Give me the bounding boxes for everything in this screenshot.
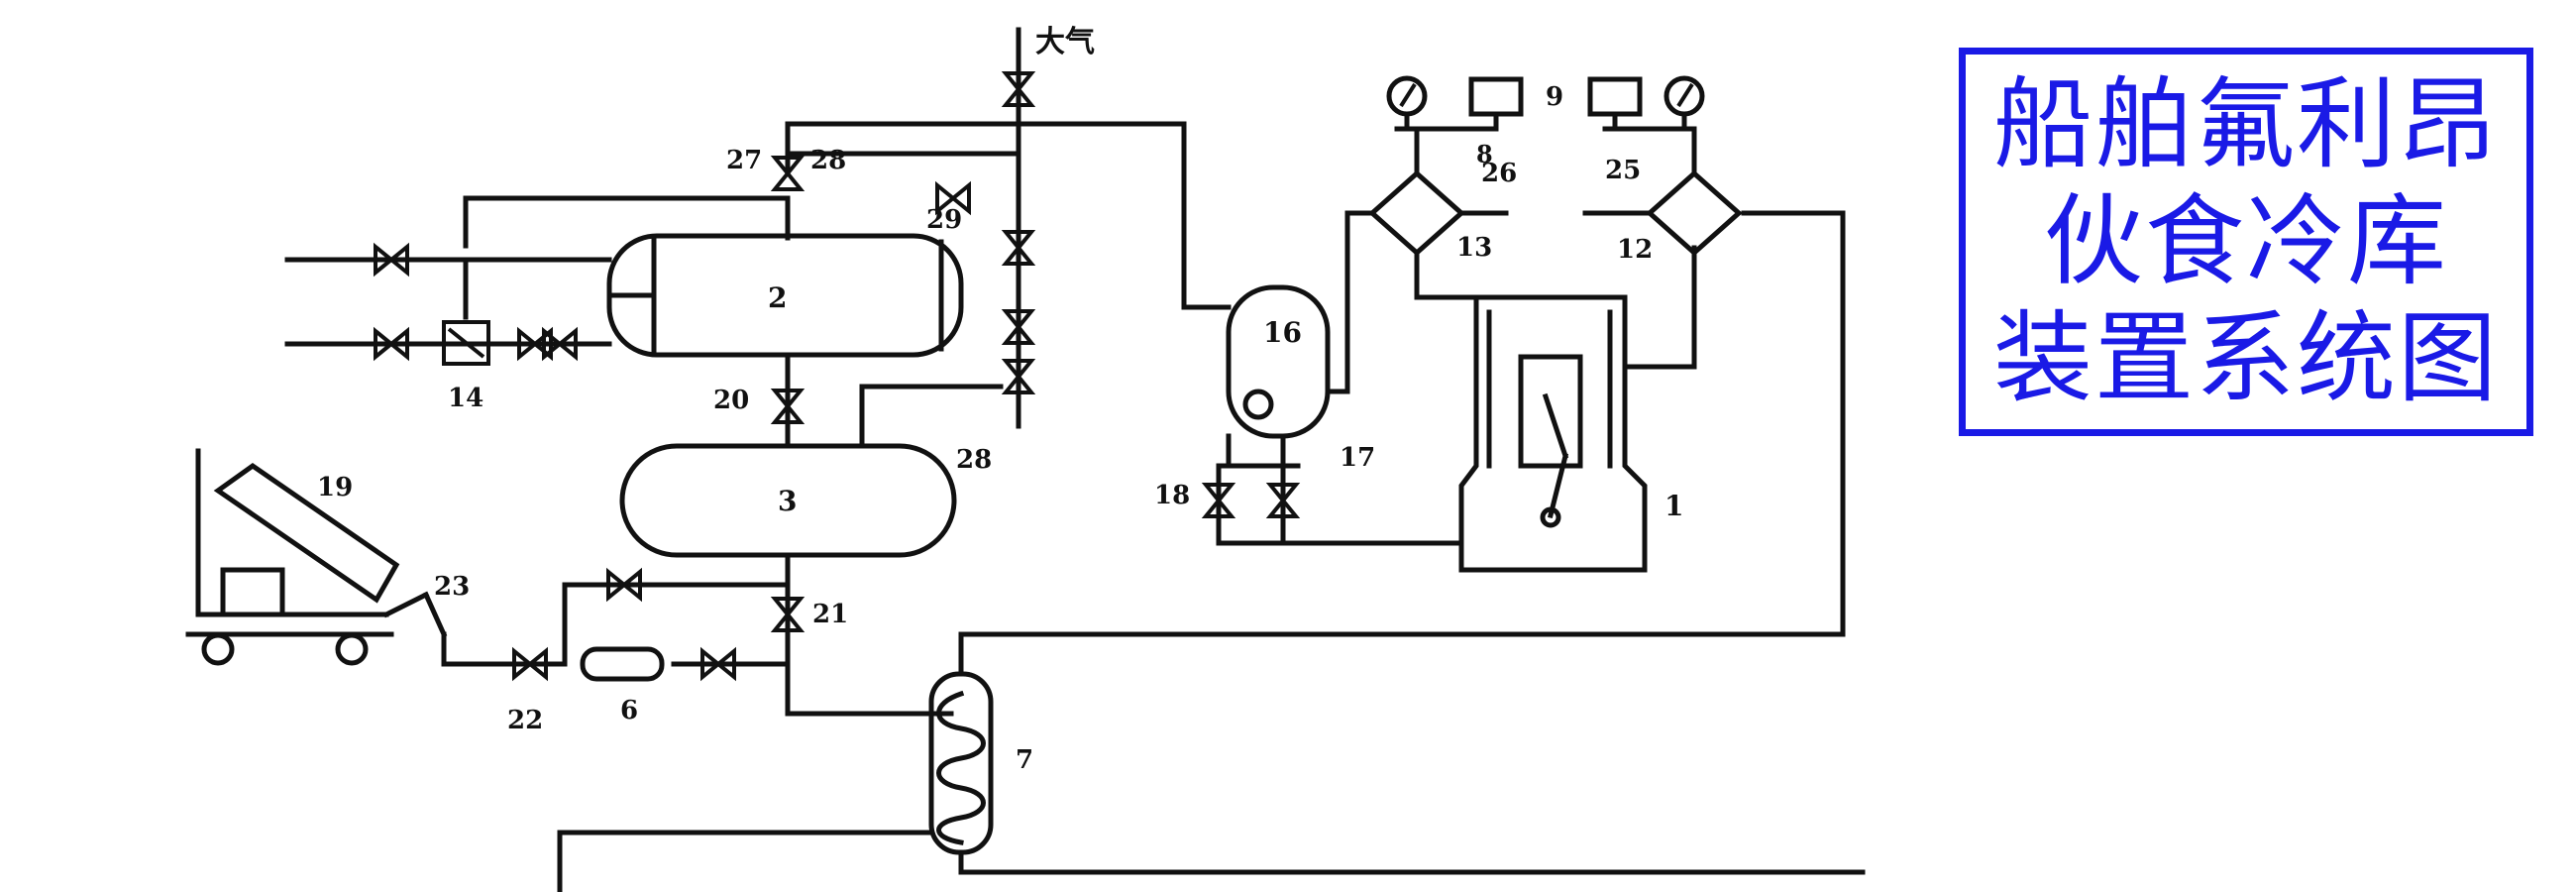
label-26: 26 — [1481, 159, 1517, 188]
label-condenser: 2 — [768, 281, 787, 314]
label-13: 13 — [1456, 233, 1492, 263]
label-22: 22 — [507, 706, 543, 735]
label-21: 21 — [812, 600, 848, 629]
label-16: 16 — [1263, 316, 1302, 349]
compressor — [1414, 245, 1697, 573]
liquid-line — [441, 552, 954, 717]
label-18: 18 — [1154, 481, 1190, 510]
label-heat-exchanger: 7 — [1016, 745, 1033, 775]
label-28-top: 28 — [810, 146, 846, 175]
filter-14 — [442, 320, 490, 366]
label-atmosphere: 大气 — [1035, 25, 1095, 59]
drier-6 — [580, 646, 665, 682]
valve-12 — [1582, 126, 1743, 257]
label-25: 25 — [1605, 156, 1641, 185]
pressure-switch-box-25 — [1587, 76, 1643, 132]
charging-line — [422, 591, 448, 638]
label-19: 19 — [317, 473, 353, 502]
receiver-tank — [619, 352, 1004, 558]
label-28-bottom: 28 — [956, 445, 992, 475]
valve-13 — [1368, 126, 1509, 257]
diagram-title-box: 船舶氟利昂 伙食冷库 装置系统图 — [1959, 48, 2533, 436]
title-line-2: 伙食冷库 — [2044, 183, 2448, 299]
heat-exchanger — [557, 210, 1866, 892]
cooling-water-lines — [284, 257, 612, 347]
title-line-3: 装置系统图 — [1993, 300, 2499, 416]
label-20: 20 — [713, 386, 749, 415]
pressure-switch-box-9 — [1468, 76, 1524, 132]
label-23: 23 — [434, 572, 470, 602]
label-12: 12 — [1617, 235, 1653, 265]
label-14: 14 — [448, 384, 483, 413]
oil-separator — [1216, 210, 1464, 546]
label-drier: 6 — [620, 696, 638, 725]
label-27: 27 — [726, 146, 762, 175]
label-29: 29 — [926, 205, 962, 235]
label-17: 17 — [1340, 443, 1375, 473]
charging-cylinder-trolley — [185, 448, 430, 666]
title-line-1: 船舶氟利昂 — [1993, 66, 2499, 182]
label-8: 8 — [1476, 140, 1493, 168]
label-compressor: 1 — [1664, 490, 1683, 522]
label-receiver: 3 — [778, 485, 797, 517]
label-9: 9 — [1546, 82, 1563, 112]
condenser-top-header — [463, 151, 1021, 249]
